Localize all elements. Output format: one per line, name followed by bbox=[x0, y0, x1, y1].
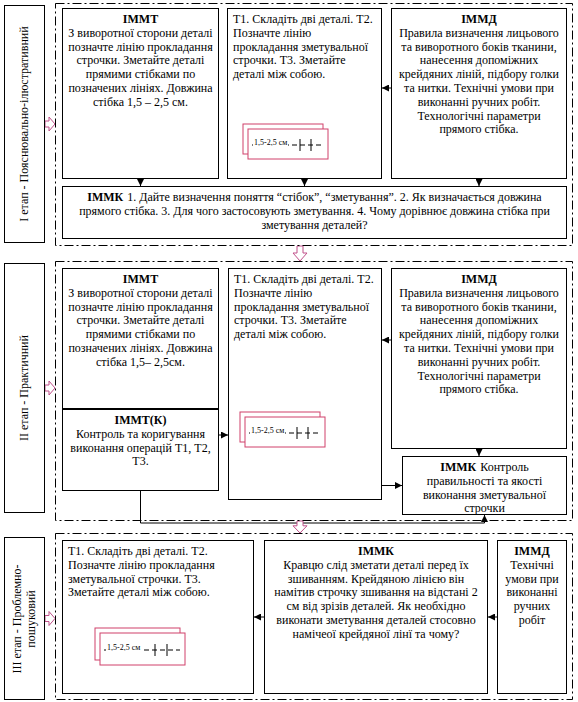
box-heading: ІММТ(К) bbox=[68, 414, 213, 428]
tick-mark bbox=[308, 427, 309, 439]
fabric-piece bbox=[245, 417, 325, 447]
stage-band: Т1. Складіть дві деталі. Т2. Позначте лі… bbox=[55, 533, 573, 700]
arrow-connector bbox=[382, 485, 402, 486]
dash-dot-frame bbox=[56, 262, 573, 521]
rotated-holder: II етап - Практичний bbox=[18, 268, 32, 508]
box-heading: ІММК bbox=[270, 545, 482, 559]
box-text: Т1. Складіть дві деталі. Т2. Позначте лі… bbox=[68, 545, 248, 600]
box-text: Правила визначення лицьового та виворотн… bbox=[397, 27, 561, 137]
fabric-piece bbox=[248, 129, 328, 159]
stage-title: III етап - Проблемно-пошуковий bbox=[11, 542, 39, 695]
block-arrow bbox=[293, 521, 307, 533]
block-arrow bbox=[45, 612, 55, 626]
arrow-connector bbox=[140, 179, 141, 186]
stage-title: II етап - Практичний bbox=[18, 268, 32, 508]
dimension-label: 1,5-2,5 см bbox=[253, 139, 288, 147]
arrow-connector bbox=[488, 617, 497, 618]
box-text: Кравцю слід зметати деталі перед їх зшив… bbox=[270, 559, 482, 642]
stage-label-box: I етап - Пояснювально-ілюстративний bbox=[4, 5, 45, 243]
process-box: ІММК1. Дайте визначення поняття “стібок”… bbox=[62, 186, 567, 239]
process-box: ІММТЗ виворотної сторони деталі позначте… bbox=[62, 8, 219, 179]
dimension-label: 1,5-2,5 см bbox=[250, 427, 285, 435]
box-text: 1. Дайте визначення поняття “стібок”, “з… bbox=[79, 190, 550, 232]
stage-band: ІММТЗ виворотної сторони деталі позначте… bbox=[55, 261, 573, 521]
box-text: Контроль та коригування виконання операц… bbox=[68, 428, 213, 469]
process-box: ІММТ(К)Контроль та коригування виконання… bbox=[62, 409, 219, 491]
box-heading: ІММТ bbox=[68, 13, 213, 27]
process-box: Т1. Складіть дві деталі. Т2. Позначте лі… bbox=[227, 8, 382, 179]
block-arrow bbox=[45, 117, 55, 131]
rotated-holder: III етап - Проблемно-пошуковий bbox=[11, 542, 39, 695]
stage-label-box: II етап - Практичний bbox=[4, 263, 45, 513]
dash-dot-frame bbox=[56, 534, 573, 700]
dimension-label: 1,5-2,5 см bbox=[106, 644, 141, 652]
process-box: ІММДПравила визначення лицьового та виво… bbox=[391, 8, 567, 179]
arrow-connector bbox=[304, 179, 305, 186]
tick-mark bbox=[297, 427, 298, 439]
arrow-connector bbox=[382, 340, 391, 341]
stage-band: ІММТЗ виворотної сторони деталі позначте… bbox=[55, 3, 573, 246]
process-box: ІММДТехнічні умови при виконанні ручних … bbox=[497, 540, 567, 694]
process-box: ІММТЗ виворотної сторони деталі позначте… bbox=[62, 268, 219, 409]
stage-title: I етап - Пояснювально-ілюстративний bbox=[18, 10, 32, 238]
box-text: З виворотної сторони деталі позначте лін… bbox=[68, 287, 213, 370]
arrow-connector bbox=[382, 88, 391, 89]
box-text: Т1. Складіть дві деталі. Т2. Позначте лі… bbox=[234, 273, 376, 342]
box-heading: ІММТ bbox=[68, 273, 213, 287]
arrow-connector bbox=[254, 617, 264, 618]
box-heading: ІММД bbox=[397, 273, 561, 287]
tick-mark bbox=[311, 139, 312, 151]
process-box: ІММДПравила визначення лицьового та виво… bbox=[391, 268, 567, 449]
box-heading: ІММД bbox=[503, 545, 561, 559]
tick-mark bbox=[300, 139, 301, 151]
box-text: З виворотної сторони деталі позначте лін… bbox=[68, 27, 213, 110]
box-text: Т1. Складіть дві деталі. Т2. Позначте лі… bbox=[233, 13, 376, 82]
process-box: Т1. Складіть дві деталі. Т2. Позначте лі… bbox=[228, 268, 382, 500]
stage-label-box: III етап - Проблемно-пошуковий bbox=[4, 537, 45, 700]
box-text: Технічні умови при виконанні ручних робі… bbox=[503, 559, 561, 628]
rotated-holder: I етап - Пояснювально-ілюстративний bbox=[18, 10, 32, 238]
block-arrow bbox=[45, 381, 55, 395]
arrow-connector bbox=[219, 435, 228, 436]
process-box: Т1. Складіть дві деталі. Т2. Позначте лі… bbox=[62, 540, 254, 694]
block-arrow bbox=[293, 246, 307, 261]
tick-mark bbox=[155, 644, 156, 656]
box-heading: ІММД bbox=[397, 13, 561, 27]
arrow-connector bbox=[479, 179, 480, 186]
dash-dot-frame bbox=[56, 4, 573, 246]
box-text: Правила визначення лицьового та виворотн… bbox=[397, 287, 561, 397]
process-box: ІММККравцю слід зметати деталі перед їх … bbox=[264, 540, 488, 694]
process-box: ІММККонтроль правильності та якості вико… bbox=[402, 456, 567, 515]
box-heading: ІММК bbox=[87, 190, 123, 204]
tick-mark bbox=[167, 644, 168, 656]
arrow-connector bbox=[479, 449, 480, 456]
fabric-piece bbox=[100, 633, 185, 665]
box-heading: ІММК bbox=[440, 460, 476, 474]
